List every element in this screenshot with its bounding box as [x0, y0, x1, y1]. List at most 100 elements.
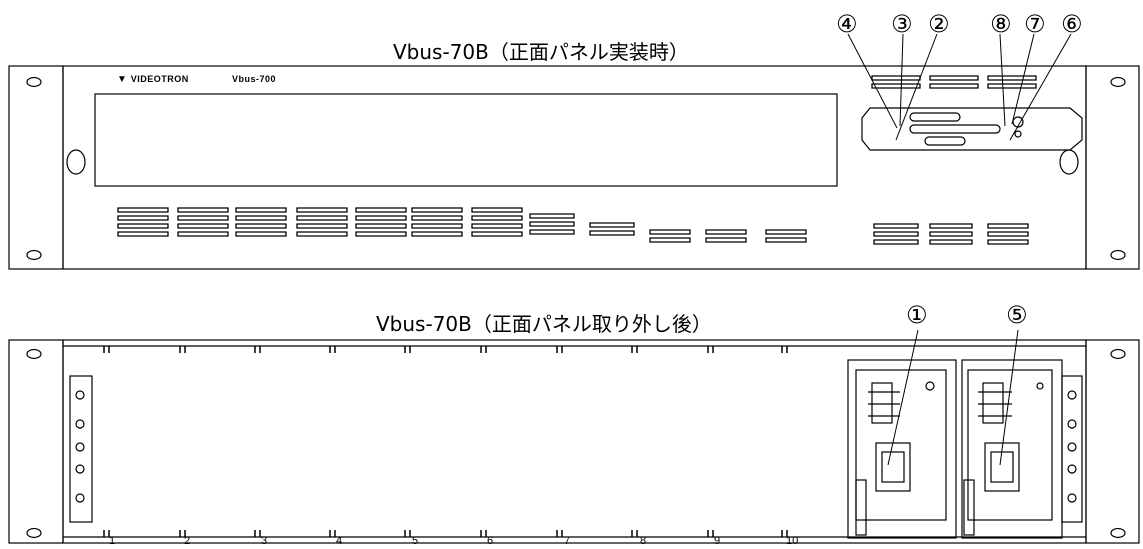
screw-icon [1067, 390, 1077, 503]
left-rack-ear [8, 65, 64, 270]
vent-slot [296, 215, 348, 221]
vent-slot [235, 223, 287, 229]
vent-slot [355, 231, 407, 237]
power-unit-1 [847, 329, 957, 539]
vent-slot [411, 223, 463, 229]
vent-slot [929, 75, 979, 81]
vent-slot [649, 229, 691, 235]
slot-number-3: 3 [261, 535, 268, 547]
vent-slot [355, 223, 407, 229]
vent-slot [177, 231, 229, 237]
switch-icon [909, 112, 1024, 146]
slot-number-4: 4 [336, 535, 343, 547]
ear-hole-icon [1110, 249, 1126, 261]
vent-slot [929, 223, 973, 229]
vent-slot [987, 83, 1037, 89]
ear-hole-icon [1110, 527, 1126, 539]
vent-slot [235, 215, 287, 221]
vent-slot [589, 222, 635, 228]
vent-slot [296, 231, 348, 237]
model-label: Vbus-700 [232, 74, 277, 84]
vent-slot [471, 207, 523, 213]
power-switch-icon [875, 442, 911, 492]
screw-icon [75, 390, 85, 503]
vent-slot [873, 239, 919, 245]
vent-slot [873, 231, 919, 237]
chassis-body [62, 339, 1087, 544]
knob-icon [1059, 149, 1079, 175]
vent-slot [987, 239, 1029, 245]
slot-number-9: 9 [714, 535, 721, 547]
right-rack-ear [1085, 339, 1140, 544]
vent-slot [117, 215, 169, 221]
vent-slot [529, 213, 575, 219]
vent-slot [705, 229, 747, 235]
vent-slot [765, 229, 807, 235]
vent-slot [355, 207, 407, 213]
ear-hole-icon [26, 249, 42, 261]
callout-5: ⑤ [1006, 301, 1028, 329]
ear-hole-icon [26, 348, 42, 360]
panel-removed-title: Vbus-70B（正面パネル取り外し後） [376, 312, 712, 336]
right-rack-ear [1085, 65, 1140, 270]
display-window [94, 93, 838, 187]
control-plate [861, 107, 1083, 151]
slot-number-8: 8 [640, 535, 647, 547]
vent-slot [529, 221, 575, 227]
slot-number-2: 2 [184, 535, 191, 547]
ear-hole-icon [1110, 76, 1126, 88]
vent-slot [649, 237, 691, 243]
callout-6: ⑥ [1061, 10, 1083, 38]
callout-8: ⑧ [990, 10, 1012, 38]
front-panel-title: Vbus-70B（正面パネル実装時） [393, 40, 689, 64]
slot-number-5: 5 [412, 535, 419, 547]
vent-slot [873, 223, 919, 229]
vent-slot [987, 75, 1037, 81]
leader-lines [847, 33, 1072, 141]
brand-logo: ▼ VIDEOTRON [117, 74, 189, 85]
vent-slots [117, 75, 1037, 245]
slot-number-1: 1 [109, 535, 116, 547]
vent-slot [296, 207, 348, 213]
power-unit-2 [961, 329, 1063, 539]
vent-slot [117, 207, 169, 213]
chassis-panel-removed [8, 329, 1140, 544]
vent-slot [296, 223, 348, 229]
vent-slot [871, 75, 921, 81]
vent-slot [471, 231, 523, 237]
vent-slot [529, 229, 575, 235]
left-bracket [69, 375, 93, 523]
knob-icon [66, 149, 86, 175]
vent-slot [411, 215, 463, 221]
power-switch-icon [984, 442, 1020, 492]
vent-slot [235, 231, 287, 237]
slot-number-10: 10 [786, 535, 799, 547]
vent-slot [411, 231, 463, 237]
slot-number-7: 7 [564, 535, 571, 547]
slot-guides [103, 346, 788, 537]
vent-slot [871, 83, 921, 89]
vent-slot [411, 207, 463, 213]
callout-2: ② [928, 10, 950, 38]
vent-slot [471, 223, 523, 229]
vent-slot [177, 215, 229, 221]
vent-slot [117, 223, 169, 229]
vent-slot [355, 215, 407, 221]
vent-slot [471, 215, 523, 221]
vent-slot [177, 207, 229, 213]
front-panel-body [62, 65, 1087, 270]
left-rack-ear [8, 339, 64, 544]
vent-slot [929, 83, 979, 89]
vent-slot [117, 231, 169, 237]
vent-slot [235, 207, 287, 213]
callout-4: ④ [836, 10, 858, 38]
vent-slot [929, 239, 973, 245]
vent-slot [987, 223, 1029, 229]
ear-hole-icon [26, 76, 42, 88]
vent-slot [929, 231, 973, 237]
vent-slot [705, 237, 747, 243]
vent-slot [765, 237, 807, 243]
slot-number-6: 6 [487, 535, 494, 547]
callout-3: ③ [891, 10, 913, 38]
